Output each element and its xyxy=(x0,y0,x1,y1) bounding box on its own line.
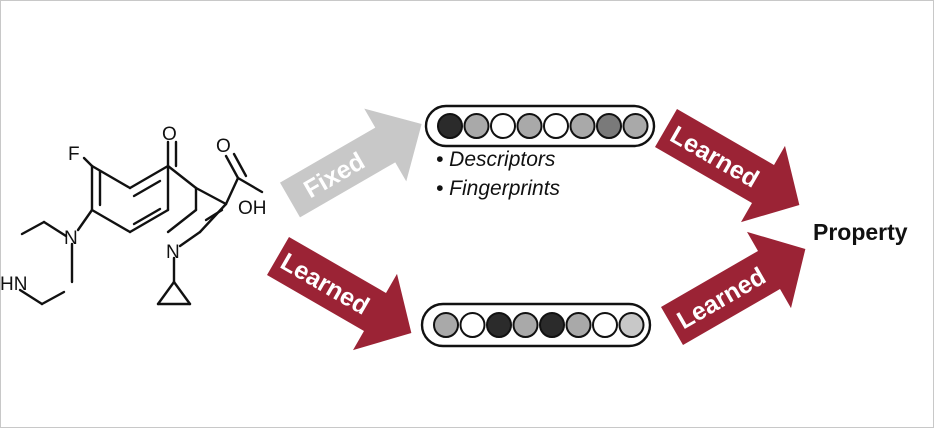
fixed-vector-cell-5 xyxy=(543,113,569,139)
atom-fluorine: F xyxy=(68,144,80,165)
learned-vector-cell-7 xyxy=(592,312,618,338)
fixed-vector-cell-3 xyxy=(490,113,516,139)
learned-bottom-arrow-shape xyxy=(661,231,806,346)
atom-ketone-oxygen: O xyxy=(162,124,177,145)
learned-vector-cell-5 xyxy=(539,312,565,338)
molecule-structure xyxy=(18,140,264,306)
atom-piperazine-n: N xyxy=(64,228,78,249)
fixed-vector-cell-1 xyxy=(437,113,463,139)
learned-top-arrow-shape xyxy=(655,108,800,223)
learned-vector-cell-1 xyxy=(433,312,459,338)
learned-vector-cell-2 xyxy=(459,312,486,338)
learned-vector-cell-3 xyxy=(486,312,512,338)
atom-piperazine-nh: HN xyxy=(0,274,27,295)
fixed-vector xyxy=(424,104,656,148)
descriptors-label: • Descriptors xyxy=(436,148,556,171)
atom-acid-oxygen: O xyxy=(216,136,231,157)
learned-encode-arrow-shape xyxy=(267,236,412,351)
fixed-vector-cell-4 xyxy=(516,113,543,139)
learned-bottom-arrow: Learned xyxy=(661,231,806,346)
fingerprints-label: • Fingerprints xyxy=(436,177,561,200)
learned-top-arrow: Learned xyxy=(655,108,800,223)
learned-vector-cell-6 xyxy=(565,312,592,338)
property-label: Property xyxy=(813,219,908,245)
learned-vector-cell-4 xyxy=(512,312,539,338)
fixed-vector-cell-8 xyxy=(622,113,649,139)
learned-vector-cell-8 xyxy=(618,312,645,338)
atom-hydroxyl: OH xyxy=(238,198,267,219)
fixed-vector-cell-2 xyxy=(463,113,490,139)
learned-vector xyxy=(420,302,652,348)
fixed-vector-cell-6 xyxy=(569,113,596,139)
fixed-arrow-shape xyxy=(280,108,422,218)
fixed-vector-cell-7 xyxy=(596,113,622,139)
learned-encode-arrow: Learned xyxy=(267,236,412,351)
atom-ring-nitrogen: N xyxy=(166,242,180,263)
fixed-arrow: Fixed xyxy=(280,108,422,218)
